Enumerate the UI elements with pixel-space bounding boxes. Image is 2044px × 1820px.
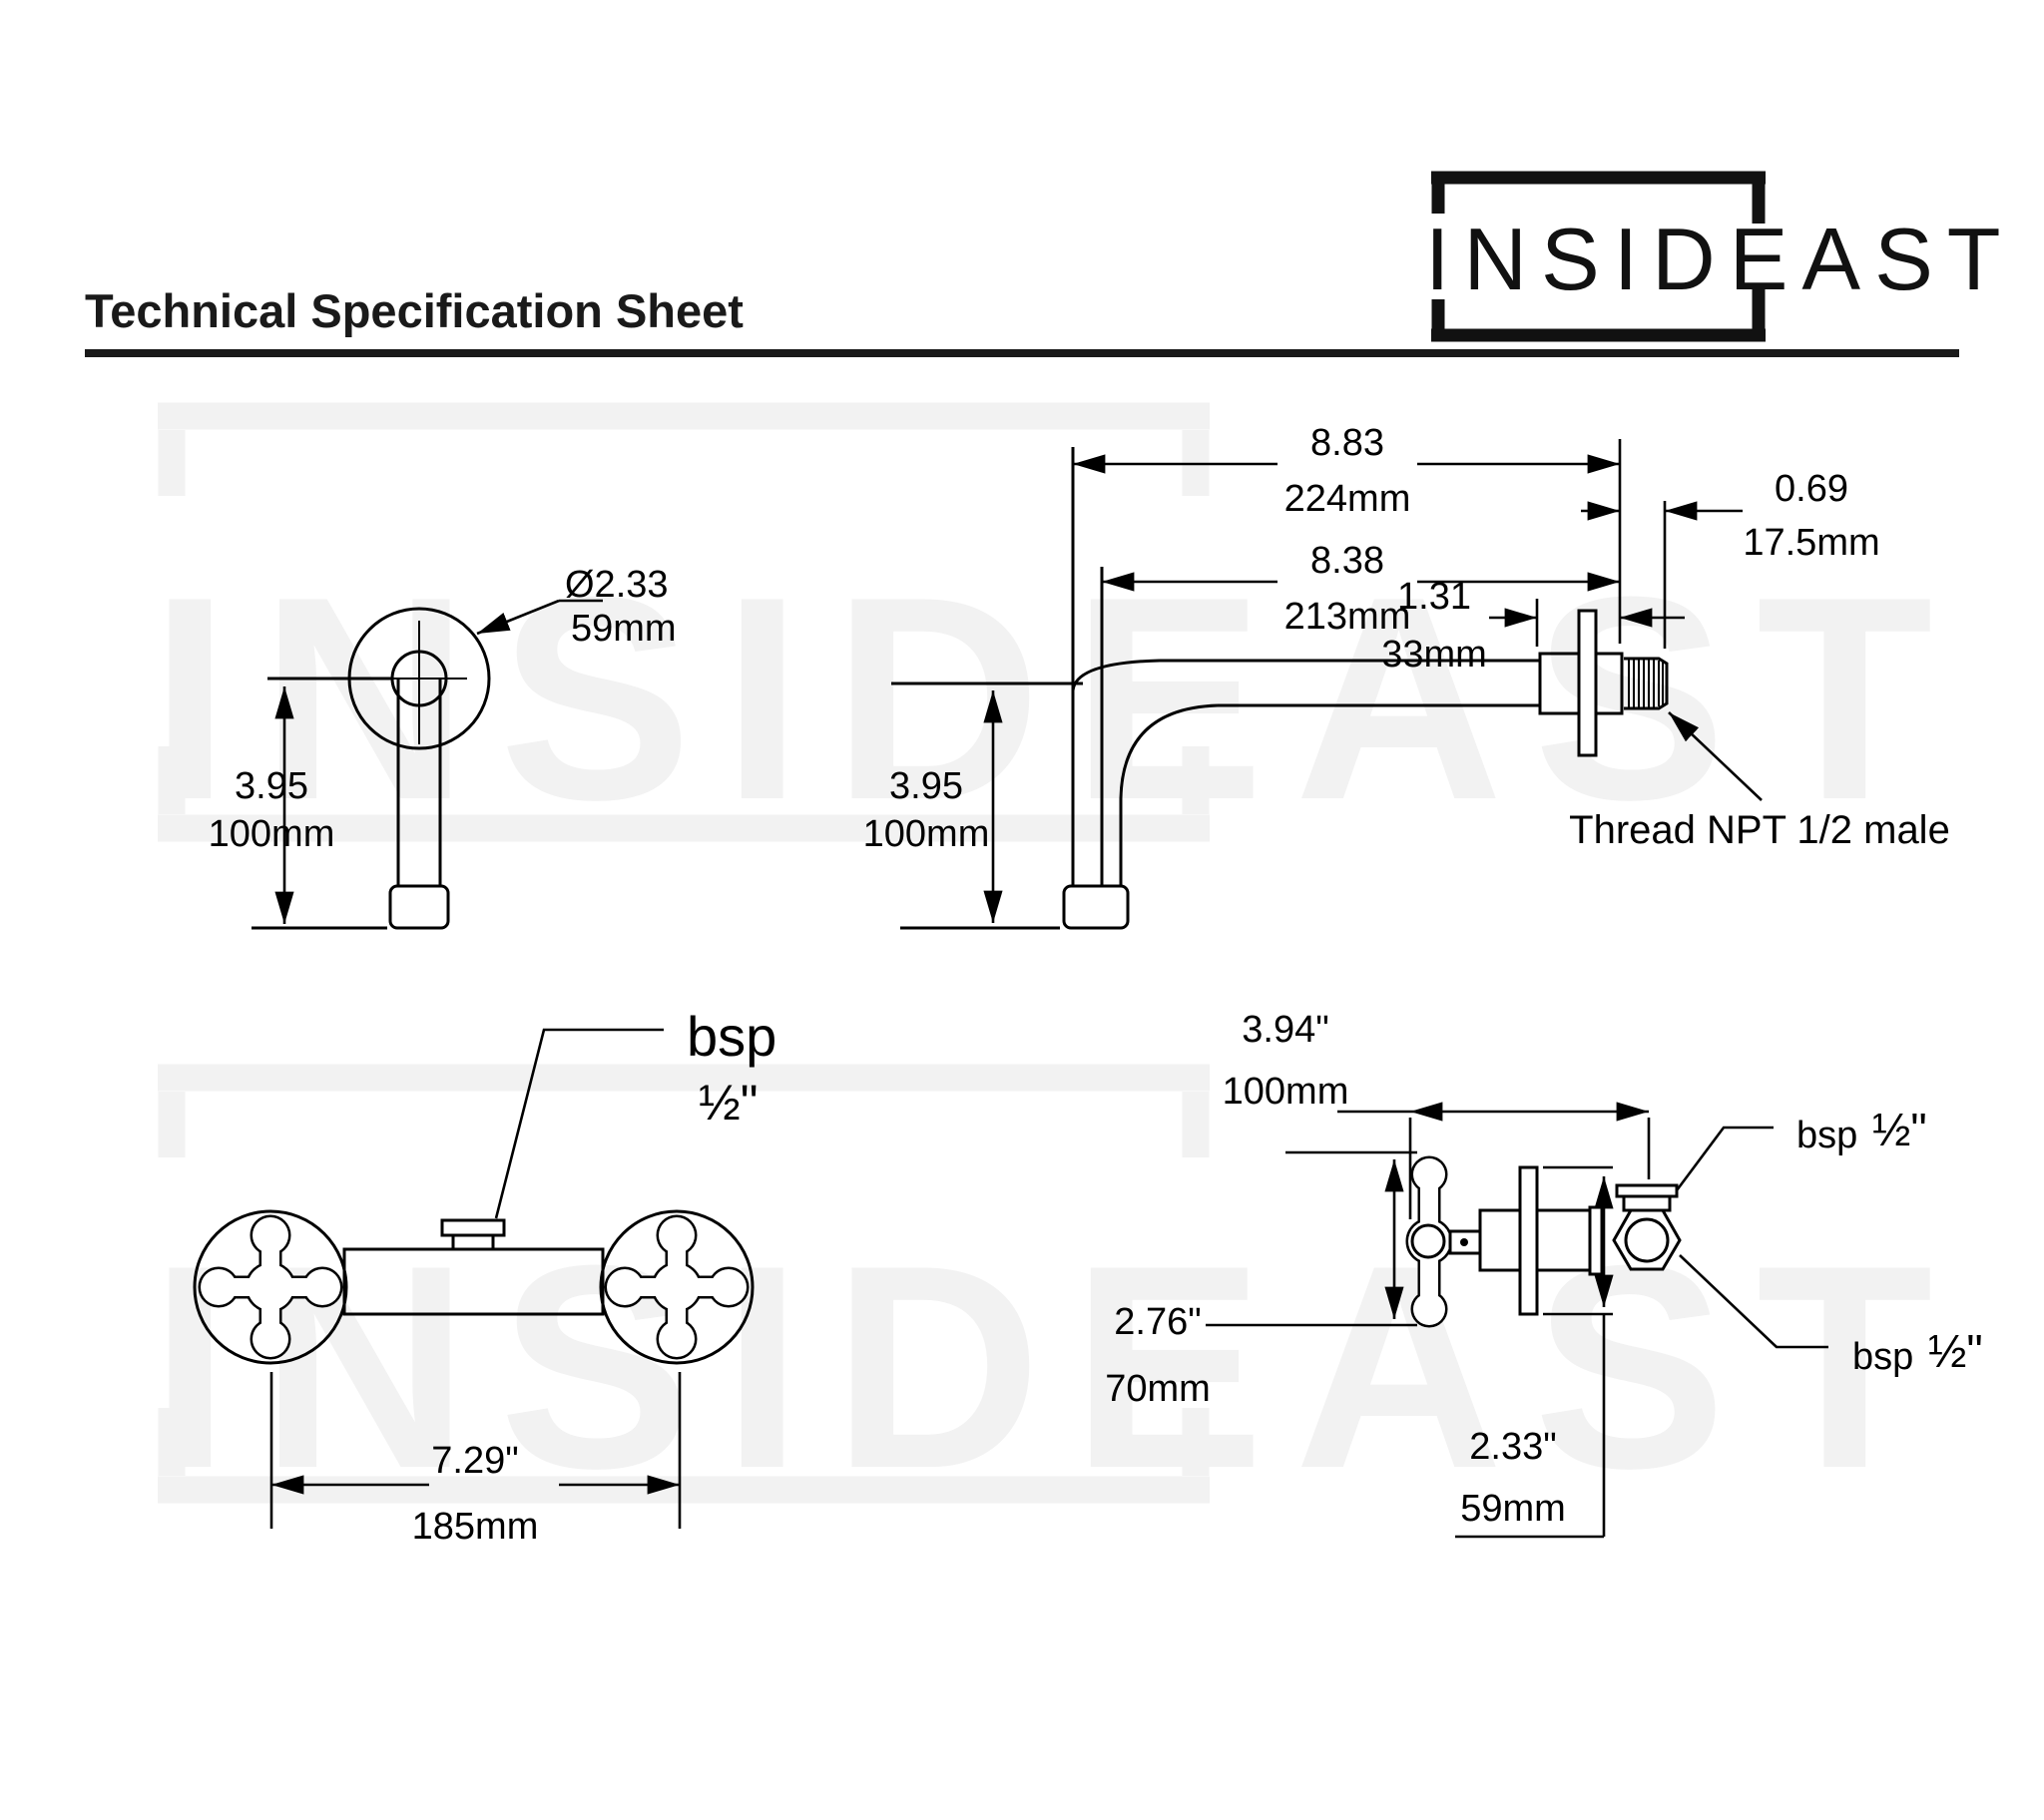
wall-flange [1518,1165,1539,1316]
outlet-cap [440,1218,506,1237]
dim-height-in: 3.95 [889,765,963,807]
drawing-spout-front: 3.95 100mm Ø2.33 59mm [209,564,677,930]
extension-lines-depth [1408,1118,1651,1219]
watermark-text: INSIDEAST [150,1205,1963,1529]
dim-handle-mm: 70mm [1105,1368,1211,1410]
escutcheon-circle [347,607,491,750]
cross-handle-right [599,1209,755,1365]
watermark-row-2: INSIDEAST [150,1064,1963,1529]
leader-outlet [494,1028,664,1219]
watermark-row-1: INSIDEAST [150,402,1963,860]
handle-cross [198,1214,343,1360]
dim-handle-in: 2.76" [1114,1301,1201,1343]
hex-nut-bore [1624,1217,1670,1263]
outlet-stub [1622,1194,1672,1212]
dim-tail-flange [1455,1314,1606,1539]
dim-thread-mm: 17.5mm [1743,522,1879,564]
brand-logo: INSIDEAST [1425,171,2015,342]
dim-reach-mm: 213mm [1284,596,1411,638]
dim-depth-in: 3.94" [1242,1009,1328,1051]
thread-note: Thread NPT 1/2 male [1569,808,1950,852]
spout-tip [388,884,450,930]
dim-diameter-mm: 59mm [571,608,677,650]
outlet-label: bsp [687,1005,776,1068]
crosshair [371,621,467,744]
extension-lines-flange [1543,1165,1613,1316]
washer [1588,1205,1604,1276]
handle-rim [599,1209,755,1365]
dim-flange-mm: 59mm [1460,1488,1566,1530]
watermark-text: INSIDEAST [150,537,1963,860]
logo-text: INSIDEAST [1425,210,2015,308]
outlet-top-size: ½" [1872,1104,1927,1155]
thread [1624,657,1669,710]
cross-handle-left [193,1209,348,1365]
logo-bracket [1431,171,1766,342]
drawing-spout-side: 8.83 224mm 8.38 213mm 0.69 17.5mm 1.31 3… [863,422,1950,930]
handle-cross [604,1214,750,1360]
handle-front-lobe [1410,1223,1446,1259]
dim-height-mm: 100mm [209,813,335,855]
watermark-bracket [158,1064,1210,1504]
cross-handle-side [1405,1155,1453,1328]
dim-spacing-mm: 185mm [412,1506,539,1548]
dim-height-mm: 100mm [863,813,990,855]
valve-body [342,1247,605,1316]
outlet-bottom-size: ½" [1928,1325,1983,1377]
leader-thread-note [1668,711,1763,801]
dim-reach-total-in: 8.83 [1310,422,1384,464]
set-screw [1460,1238,1468,1246]
handle-rim [193,1209,348,1365]
dim-diameter-in: Ø2.33 [565,564,669,606]
pipe-bottom-edge [1119,703,1540,886]
dim-reach-total-mm: 224mm [1284,478,1411,520]
dim-reach-in: 8.38 [1310,540,1384,582]
dim-offset-mm: 33mm [1381,634,1487,676]
header-rule [85,349,1959,357]
leader-outlet-top [1675,1126,1774,1191]
wall-flange [1577,609,1598,757]
outlet-stub-cap [1615,1183,1679,1198]
spout-tip [1062,884,1130,930]
outlet-size: ½" [699,1075,758,1131]
dim-spacing-in: 7.29" [431,1440,518,1482]
dim-thread-in: 0.69 [1775,468,1848,510]
dim-depth-mm: 100mm [1223,1071,1349,1113]
outlet-bottom-label: bsp [1852,1336,1913,1378]
dim-height-in: 3.95 [235,765,308,807]
spout-pipe [396,679,442,886]
page-title: Technical Specification Sheet [85,284,744,337]
outlet-top-label: bsp [1796,1115,1857,1156]
leader-outlet-bottom [1679,1254,1828,1349]
dim-flange-in: 2.33" [1469,1426,1556,1468]
extension-lines [269,1372,682,1529]
outlet-neck [451,1235,495,1249]
leader-diameter [476,599,560,636]
extension-lines-handle [1206,1150,1417,1327]
dim-offset-in: 1.31 [1397,576,1471,618]
drawing-valve-side: 3.94" 100mm 2.76" 70mm 2.33" 59mm bsp ½"… [1105,1009,1983,1539]
drawing-valve-front: bsp ½" 7.29" 185mm [193,1005,776,1548]
